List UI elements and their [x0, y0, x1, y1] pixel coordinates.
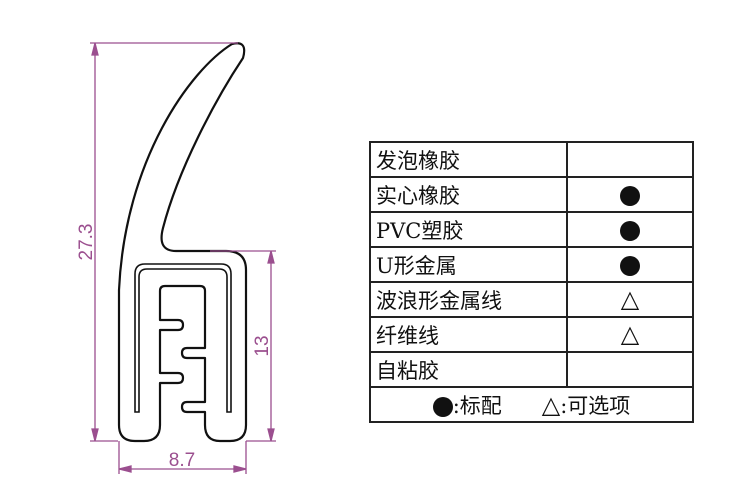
standard-dot-icon: [620, 255, 640, 276]
material-mark-cell: [566, 176, 694, 213]
material-mark-cell: [566, 246, 694, 283]
standard-dot-icon: [620, 185, 640, 206]
material-mark-cell: △: [566, 316, 694, 353]
table-row: 波浪形金属线 △: [369, 281, 694, 318]
table-row: 纤维线 △: [369, 316, 694, 353]
material-mark-cell: [566, 211, 694, 248]
material-mark-cell: [566, 141, 694, 178]
legend-row: :标配 △:可选项: [369, 386, 694, 423]
table-row: 发泡橡胶: [369, 141, 694, 178]
optional-triangle-icon: △: [620, 320, 640, 348]
table-row: 自粘胶: [369, 351, 694, 388]
material-name: 实心橡胶: [369, 176, 568, 213]
optional-triangle-icon: △: [541, 390, 561, 419]
material-mark-cell: △: [566, 281, 694, 318]
material-mark-cell: [566, 351, 694, 388]
table-row: 实心橡胶: [369, 176, 694, 213]
table-row: PVC塑胶: [369, 211, 694, 248]
dimension-height-total: 27.3: [76, 224, 97, 261]
u-metal-insert: [134, 263, 232, 413]
material-name: 自粘胶: [369, 351, 568, 388]
material-name: PVC塑胶: [369, 211, 568, 248]
legend-standard-label: :标配: [452, 393, 502, 418]
dimension-width: 8.7: [169, 450, 195, 471]
legend-optional-label: :可选项: [560, 393, 631, 418]
optional-triangle-icon: △: [620, 285, 640, 313]
standard-dot-icon: [432, 397, 453, 417]
material-name: 波浪形金属线: [369, 281, 568, 318]
material-name: 纤维线: [369, 316, 568, 353]
material-name: U形金属: [369, 246, 568, 283]
seal-profile-outline: [117, 42, 248, 443]
dimension-lines: [90, 42, 276, 474]
table-row: U形金属: [369, 246, 694, 283]
dimension-height-base: 13: [252, 335, 273, 356]
standard-dot-icon: [620, 220, 640, 241]
material-name: 发泡橡胶: [369, 141, 568, 178]
